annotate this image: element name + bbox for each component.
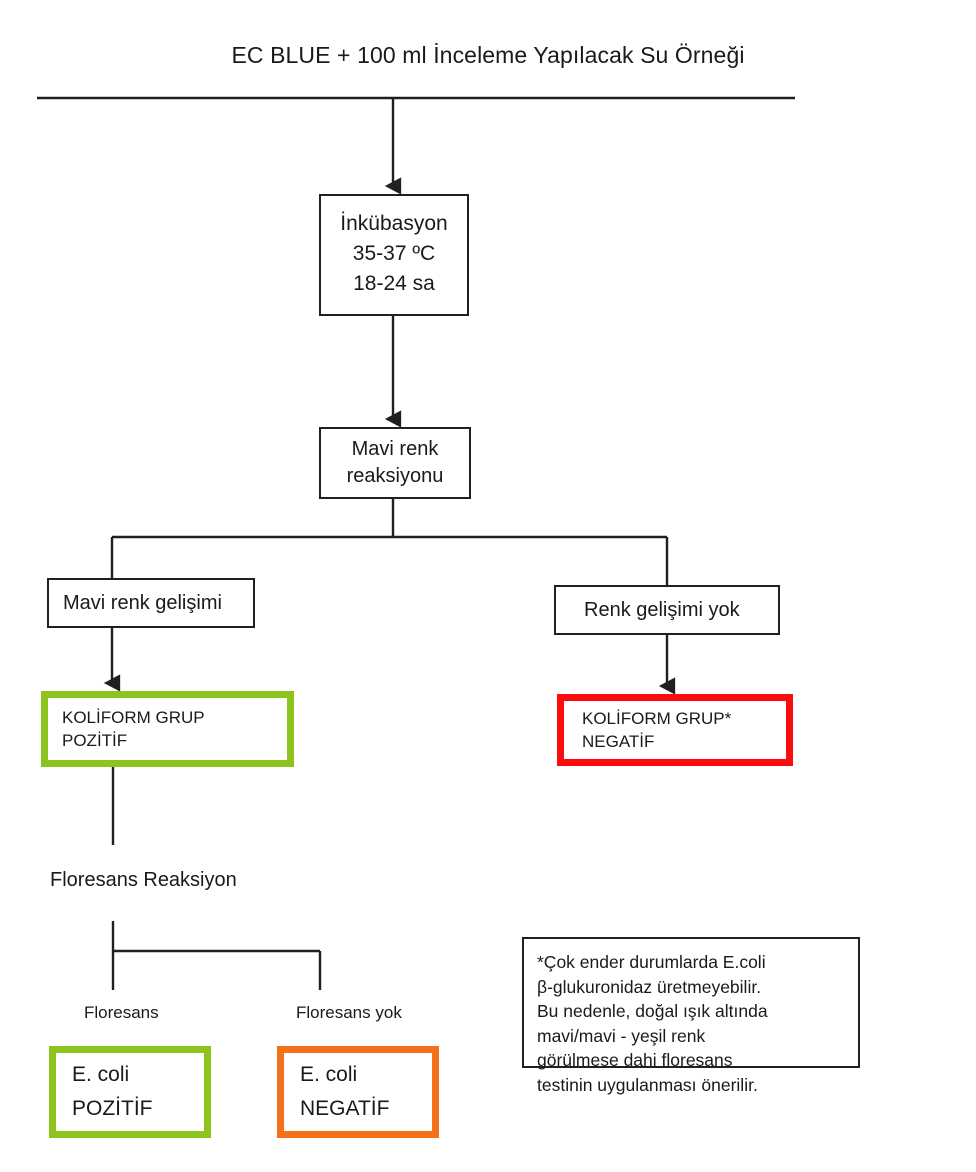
ecoli-positive-box: E. coli POZİTİF — [49, 1046, 211, 1138]
footnote-line-1: *Çok ender durumlarda E.coli — [537, 952, 766, 972]
ecoli-negative-line-1: E. coli — [300, 1063, 358, 1086]
blue-colour-developed-box: Mavi renk gelişimi — [47, 578, 255, 628]
ecoli-positive-line-1: E. coli — [72, 1063, 130, 1086]
footnote-line-3: Bu nedenle, doğal ışık altında — [537, 1001, 768, 1022]
footnote-line-5: görülmese dahi floresans — [537, 1050, 733, 1071]
ecoli-negative-box: E. coli NEGATİF — [277, 1046, 439, 1138]
no-colour-development-box: Renk gelişimi yok — [554, 585, 780, 635]
no-fluorescence-branch-label: Floresans yok — [296, 1003, 402, 1022]
fluorescence-branch-label: Floresans — [84, 1003, 159, 1022]
ecoli-positive-line-2: POZİTİF — [72, 1097, 153, 1120]
coliform-negative-line-2: NEGATİF — [582, 732, 655, 751]
blue-reaction-line-1: Mavi renk — [351, 438, 439, 460]
blue-reaction-line-2: reaksiyonu — [346, 465, 444, 487]
incubation-line-1: İnkübasyon — [340, 212, 448, 235]
coliform-negative-line-1: KOLİFORM GRUP* — [582, 709, 732, 728]
fluorescence-reaction-label: Floresans Reaksiyon — [50, 869, 237, 891]
footnote-box: *Çok ender durumlarda E.coli β-glukuroni… — [522, 937, 860, 1095]
coliform-group-negative-box: KOLİFORM GRUP* NEGATİF — [557, 694, 793, 766]
no-colour-label: Renk gelişimi yok — [584, 598, 740, 621]
footnote-line-2: β-glukuronidaz üretmeyebilir. — [537, 976, 762, 997]
footnote-line-6: testinin uygulanması önerilir. — [537, 1074, 758, 1095]
coliform-positive-line-2: POZİTİF — [62, 731, 128, 750]
blue-developed-label: Mavi renk gelişimi — [63, 591, 222, 614]
diagram-title: EC BLUE + 100 ml İnceleme Yapılacak Su Ö… — [231, 42, 745, 68]
blue-colour-reaction-box: Mavi renk reaksiyonu — [319, 427, 471, 499]
incubation-box: İnkübasyon 35-37 ºC 18-24 sa — [319, 194, 469, 316]
coliform-positive-line-1: KOLİFORM GRUP — [62, 708, 205, 727]
ecoli-negative-line-2: NEGATİF — [300, 1097, 390, 1120]
coliform-group-positive-box: KOLİFORM GRUP POZİTİF — [41, 691, 294, 767]
footnote-line-4: mavi/mavi - yeşil renk — [537, 1025, 706, 1046]
incubation-line-2: 35-37 ºC — [352, 242, 436, 265]
incubation-line-3: 18-24 sa — [353, 272, 435, 295]
